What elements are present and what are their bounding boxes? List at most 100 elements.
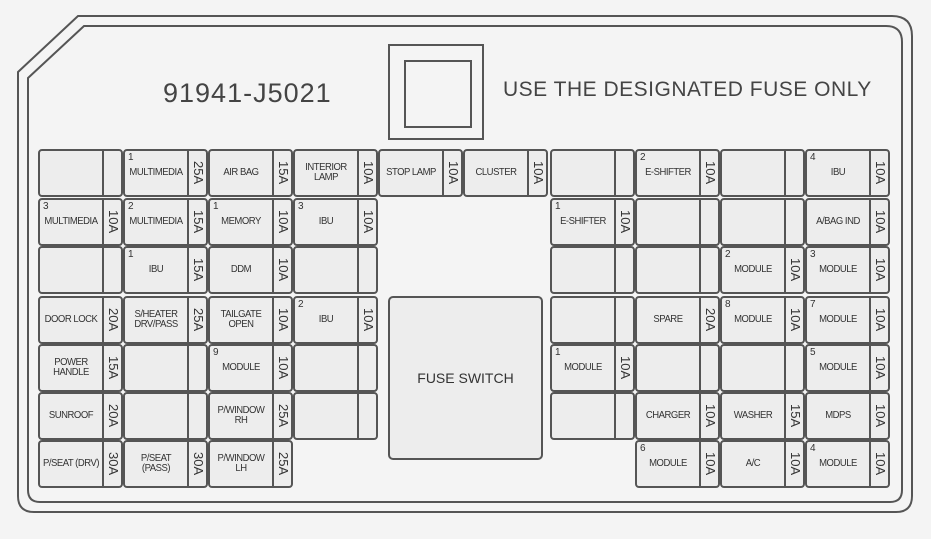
fuse-slot[interactable]: DOOR LOCK 20A bbox=[38, 296, 123, 344]
fuse-slot[interactable] bbox=[720, 149, 805, 197]
fuse-label: CHARGER bbox=[645, 410, 691, 421]
fuse-label: MODULE bbox=[819, 362, 857, 373]
fuse-slot[interactable] bbox=[635, 246, 720, 294]
fuse-rating: 15A bbox=[187, 200, 208, 244]
fuse-switch[interactable]: FUSE SWITCH bbox=[388, 296, 543, 460]
fuse-label: IBU bbox=[148, 264, 164, 275]
fuse-slot[interactable] bbox=[635, 198, 720, 246]
fuse-rating: 10A bbox=[784, 298, 805, 342]
fuse-number: 1 bbox=[555, 201, 561, 212]
fuse-slot[interactable] bbox=[38, 246, 123, 294]
fuse-rating: 20A bbox=[102, 298, 123, 342]
fuse-rating: 15A bbox=[272, 151, 293, 195]
fuse-label: DDM bbox=[230, 264, 252, 275]
fuse-label bbox=[554, 248, 613, 292]
fuse-rating: 30A bbox=[102, 442, 123, 486]
fuse-label: MODULE bbox=[734, 314, 772, 325]
fuse-rating: 20A bbox=[699, 298, 720, 342]
fuse-number: 2 bbox=[128, 201, 134, 212]
fuse-number: 1 bbox=[555, 347, 561, 358]
fuse-slot[interactable] bbox=[293, 392, 378, 440]
fuse-slot[interactable] bbox=[550, 246, 635, 294]
fuse-slot[interactable] bbox=[293, 246, 378, 294]
fuse-slot[interactable]: P/SEAT (PASS)30A bbox=[123, 440, 208, 488]
fuse-rating: 15A bbox=[187, 248, 208, 292]
fuse-slot[interactable] bbox=[550, 392, 635, 440]
fuse-rating bbox=[784, 200, 805, 244]
fuse-rating: 10A bbox=[869, 442, 890, 486]
fuse-number: 1 bbox=[213, 201, 219, 212]
fuse-switch-label: FUSE SWITCH bbox=[417, 370, 514, 386]
fuse-label bbox=[42, 151, 101, 195]
fuse-label bbox=[554, 151, 613, 195]
fuse-rating bbox=[614, 394, 635, 438]
fuse-rating: 10A bbox=[784, 442, 805, 486]
fuse-slot[interactable] bbox=[720, 344, 805, 392]
fuse-rating: 10A bbox=[869, 151, 890, 195]
fuse-label: MODULE bbox=[819, 458, 857, 469]
fuse-slot[interactable] bbox=[293, 344, 378, 392]
fuse-slot[interactable] bbox=[550, 296, 635, 344]
fuse-slot[interactable] bbox=[123, 392, 208, 440]
fuse-label: MULTIMEDIA bbox=[44, 216, 98, 227]
fuse-rating: 25A bbox=[187, 298, 208, 342]
fuse-slot[interactable] bbox=[720, 198, 805, 246]
fuse-label: IBU bbox=[830, 167, 846, 178]
fuse-number: 1 bbox=[128, 152, 134, 163]
fuse-rating: 25A bbox=[272, 442, 293, 486]
fuse-rating: 10A bbox=[784, 248, 805, 292]
fuse-slot[interactable] bbox=[123, 344, 208, 392]
part-number: 91941-J5021 bbox=[163, 78, 332, 108]
fuse-slot[interactable] bbox=[635, 344, 720, 392]
fuse-number: 2 bbox=[298, 299, 304, 310]
fuse-number: 9 bbox=[213, 347, 219, 358]
fuse-label: DOOR LOCK bbox=[44, 314, 98, 325]
fuse-rating: 10A bbox=[442, 151, 463, 195]
fuse-slot[interactable]: P/SEAT (DRV)30A bbox=[38, 440, 123, 488]
fuse-slot[interactable] bbox=[550, 149, 635, 197]
fuse-rating: 15A bbox=[784, 394, 805, 438]
fuse-number: 2 bbox=[640, 152, 646, 163]
fuse-label bbox=[42, 248, 101, 292]
fuse-rating: 25A bbox=[272, 394, 293, 438]
fuse-slot[interactable] bbox=[38, 149, 123, 197]
fuse-rating: 10A bbox=[869, 394, 890, 438]
